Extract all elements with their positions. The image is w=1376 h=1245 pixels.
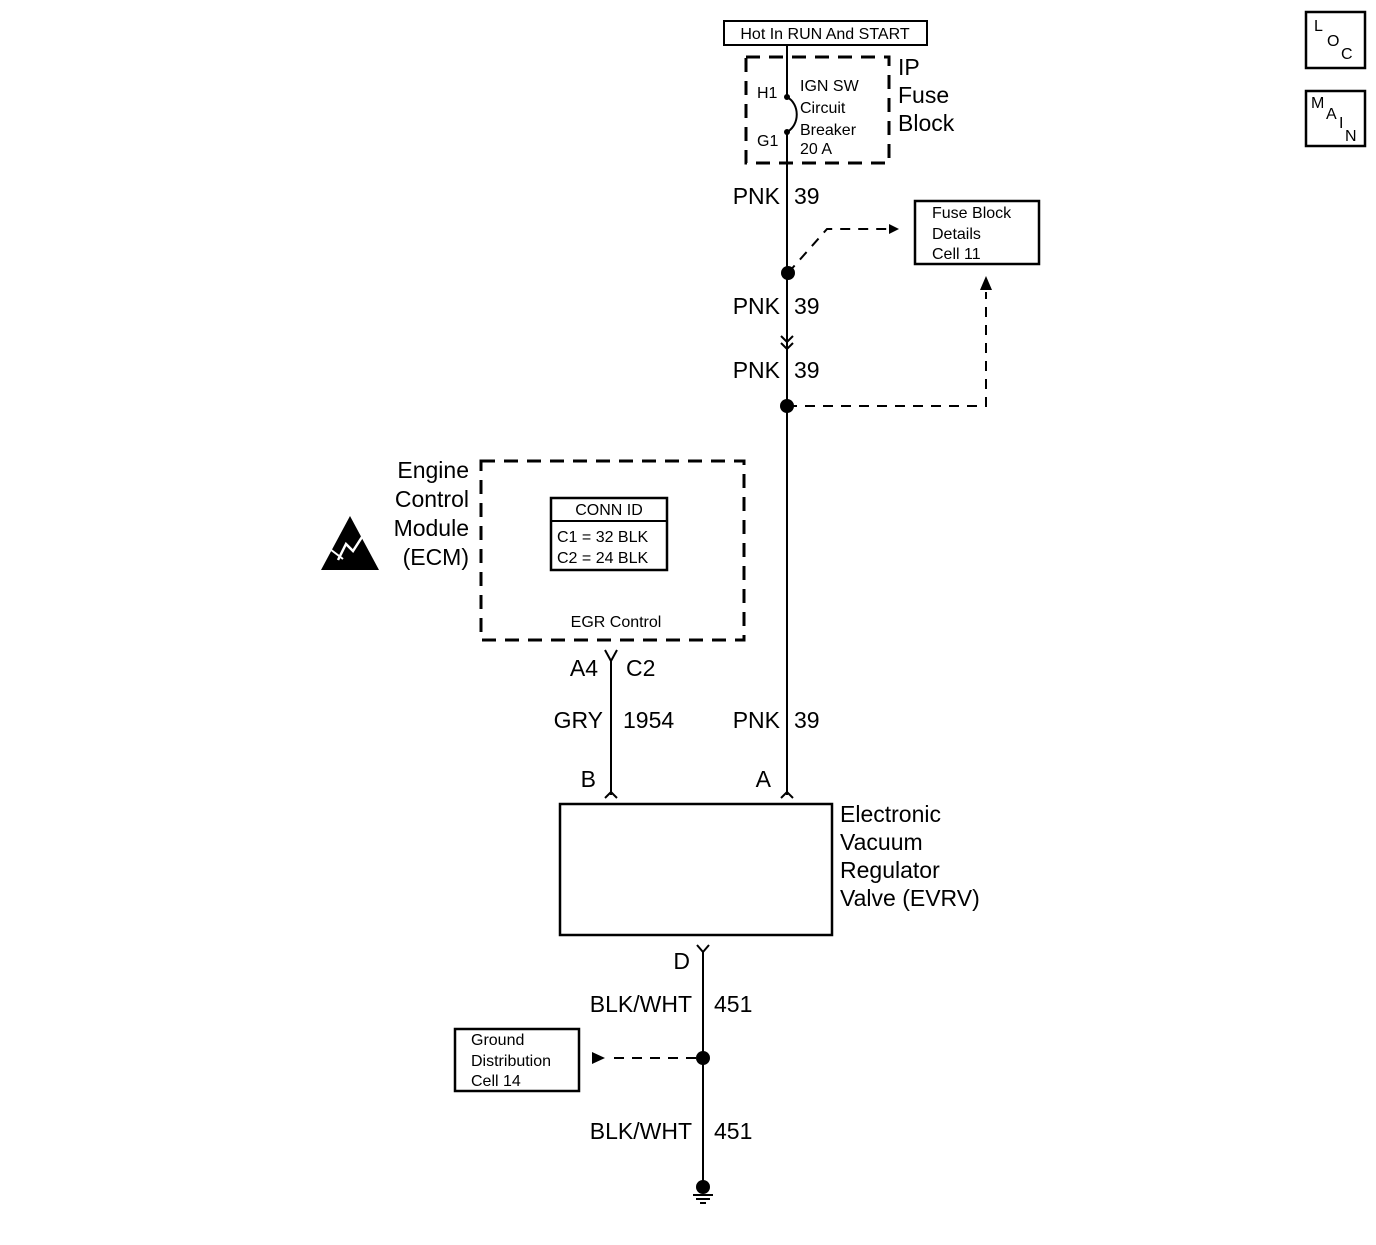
fuse-details-line-2: Details <box>932 226 981 243</box>
breaker-line-4: 20 A <box>800 141 832 158</box>
loc-letter-l: L <box>1314 18 1323 35</box>
evrv-label-2: Vacuum <box>840 829 923 855</box>
power-source-text: Hot In RUN And START <box>740 26 909 43</box>
wire-pnk-label-3: PNK <box>733 357 781 383</box>
fuse-details-line-1: Fuse Block <box>932 205 1012 222</box>
wire-451-label-1: 451 <box>714 991 752 1017</box>
wire-451-label-2: 451 <box>714 1118 752 1144</box>
power-source-label: Hot In RUN And START <box>723 20 928 46</box>
ecm-pin-a4: A4 <box>570 655 598 681</box>
conn-id-c2: C2 = 24 BLK <box>557 550 649 567</box>
evrv-pin-b: B <box>581 766 596 792</box>
wire-39-label-1: 39 <box>794 183 820 209</box>
loc-button[interactable]: L O C <box>1304 10 1367 70</box>
evrv-pin-d-connector <box>696 944 710 954</box>
ground-dist-line-2: Distribution <box>471 1053 551 1070</box>
wire-39-label-2: 39 <box>794 293 820 319</box>
wire-pnk-label-4: PNK <box>733 707 781 733</box>
loc-letter-o: O <box>1327 33 1339 50</box>
conn-id-c1: C1 = 32 BLK <box>557 529 649 546</box>
ecm-module: CONN ID C1 = 32 BLK C2 = 24 BLK EGR Cont… <box>394 457 746 642</box>
pin-h1-label: H1 <box>757 85 778 102</box>
fuse-details-link-1 <box>787 224 899 274</box>
ecm-label-3: Module <box>394 515 469 541</box>
main-letter-m: M <box>1311 95 1324 112</box>
ground-icon <box>693 1180 713 1204</box>
ip-fuse-block-label-3: Block <box>898 110 955 136</box>
wire-blkwht-label-1: BLK/WHT <box>590 991 692 1017</box>
ip-fuse-block-label-1: IP <box>898 54 920 80</box>
main-letter-n: N <box>1345 128 1357 145</box>
wire-pnk-label-2: PNK <box>733 293 781 319</box>
ground-dist-line-1: Ground <box>471 1032 524 1049</box>
evrv-pin-b-connector <box>604 790 618 799</box>
wire-gry-label: GRY <box>554 707 603 733</box>
wire-39-label-4: 39 <box>794 707 820 733</box>
evrv-pin-d: D <box>673 948 690 974</box>
evrv-label-3: Regulator <box>840 857 940 883</box>
ecm-label-4: (ECM) <box>403 544 469 570</box>
evrv-component: B A Electronic Vacuum Regulator Valve (E… <box>558 766 980 974</box>
fuse-block-details-ref[interactable]: Fuse Block Details Cell 11 <box>913 199 1041 266</box>
splice-3 <box>696 1051 710 1065</box>
ecm-label-1: Engine <box>397 457 469 483</box>
ecm-label-2: Control <box>395 486 469 512</box>
evrv-pin-a: A <box>756 766 772 792</box>
esd-warning-icon <box>321 516 379 570</box>
breaker-line-1: IGN SW <box>800 78 860 95</box>
conn-id-title: CONN ID <box>575 502 643 519</box>
fuse-details-arrow-up <box>980 276 992 290</box>
wire-blkwht-label-2: BLK/WHT <box>590 1118 692 1144</box>
ecm-pin-c2: C2 <box>626 655 655 681</box>
wire-39-label-3: 39 <box>794 357 820 383</box>
main-button[interactable]: M A I N <box>1304 89 1367 148</box>
ecm-function-label: EGR Control <box>571 614 662 631</box>
fuse-details-link-2 <box>787 292 987 407</box>
wire-pnk-label-1: PNK <box>733 183 781 209</box>
evrv-pin-a-connector <box>780 790 794 799</box>
fuse-details-line-3: Cell 11 <box>932 246 981 263</box>
conn-id-table <box>549 496 669 572</box>
wire-1954-label: 1954 <box>623 707 674 733</box>
ground-dist-arrow <box>592 1052 605 1064</box>
breaker-line-3: Breaker <box>800 122 857 139</box>
breaker-line-2: Circuit <box>800 100 846 117</box>
evrv-label-1: Electronic <box>840 801 941 827</box>
ecm-pin-connector <box>604 649 618 664</box>
pin-g1-label: G1 <box>757 133 778 150</box>
ip-fuse-block: H1 G1 IGN SW Circuit Breaker 20 A IP Fus… <box>744 45 955 165</box>
evrv-label-4: Valve (EVRV) <box>840 885 980 911</box>
ground-distribution-ref[interactable]: Ground Distribution Cell 14 <box>453 1027 581 1093</box>
main-letter-i: I <box>1339 115 1343 132</box>
ip-fuse-block-label-2: Fuse <box>898 82 949 108</box>
inline-connector <box>780 335 794 351</box>
evrv-box <box>558 802 834 937</box>
ground-dist-line-3: Cell 14 <box>471 1073 521 1090</box>
main-letter-a: A <box>1326 106 1337 123</box>
loc-letter-c: C <box>1341 46 1353 63</box>
